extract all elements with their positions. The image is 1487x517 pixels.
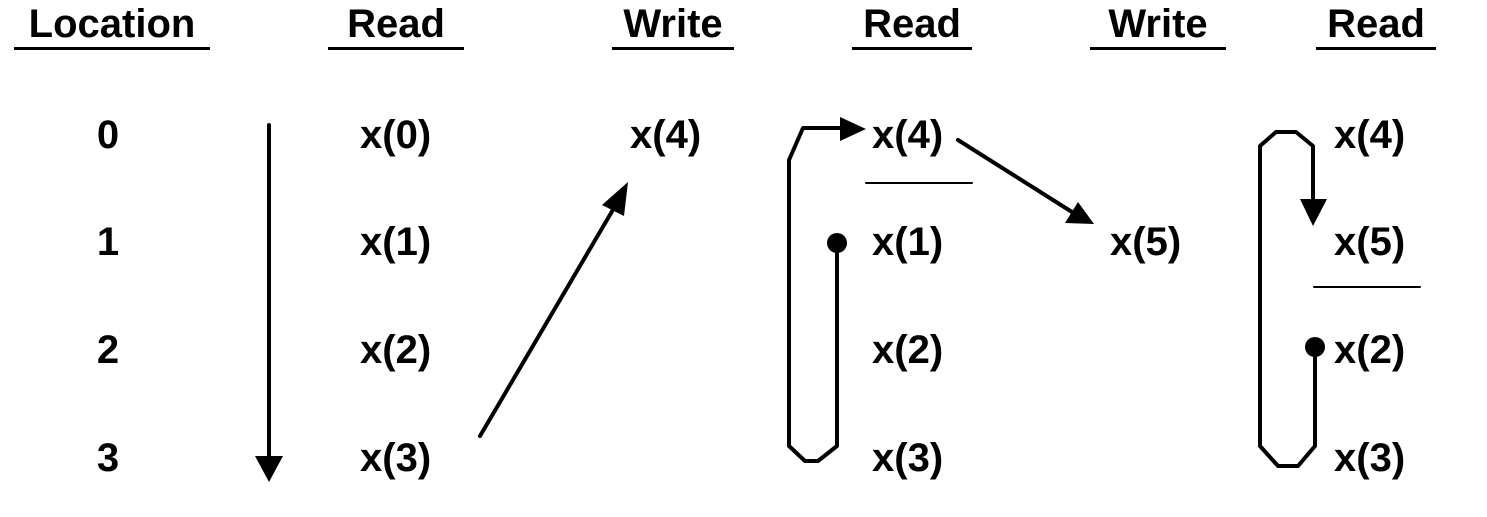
header-write-2: Write bbox=[1090, 2, 1226, 50]
read1-cell-0: x(0) bbox=[360, 113, 432, 157]
location-2: 2 bbox=[96, 328, 120, 372]
write2-arrow-line bbox=[956, 138, 1074, 214]
write2-arrowhead bbox=[1065, 202, 1094, 224]
read3-loop-path bbox=[1258, 130, 1317, 468]
header-read-1: Read bbox=[328, 2, 464, 50]
write1-cell-0: x(4) bbox=[630, 113, 702, 157]
read1-cell-1: x(1) bbox=[360, 220, 432, 264]
location-1: 1 bbox=[96, 220, 120, 264]
header-write-1: Write bbox=[612, 2, 734, 50]
header-location: Location bbox=[14, 2, 210, 50]
read3-loop-arrowhead bbox=[1300, 199, 1327, 226]
read2-cell-1: x(1) bbox=[872, 220, 944, 264]
read-order-arrowhead bbox=[255, 456, 283, 482]
write1-arrow-line bbox=[478, 206, 616, 438]
read3-cell-2: x(2) bbox=[1334, 328, 1406, 372]
write2-cell-0: x(5) bbox=[1110, 220, 1182, 264]
write1-arrowhead bbox=[602, 182, 628, 216]
read2-loop-arrowhead bbox=[840, 117, 866, 141]
read1-cell-3: x(3) bbox=[360, 436, 432, 480]
read3-cell-3: x(3) bbox=[1334, 436, 1406, 480]
read2-cell-2: x(2) bbox=[872, 328, 944, 372]
read2-cell-0: x(4) bbox=[872, 113, 944, 157]
location-0: 0 bbox=[96, 113, 120, 157]
read2-start-dot bbox=[827, 233, 847, 253]
header-read-3: Read bbox=[1316, 2, 1436, 50]
read3-cell-1: x(5) bbox=[1334, 220, 1406, 264]
read2-cell-3: x(3) bbox=[872, 436, 944, 480]
read1-cell-2: x(2) bbox=[360, 328, 432, 372]
read2-loop-path bbox=[787, 126, 845, 463]
location-3: 3 bbox=[96, 436, 120, 480]
read3-cell-0: x(4) bbox=[1334, 113, 1406, 157]
header-read-2: Read bbox=[852, 2, 972, 50]
read3-start-dot bbox=[1305, 337, 1325, 357]
